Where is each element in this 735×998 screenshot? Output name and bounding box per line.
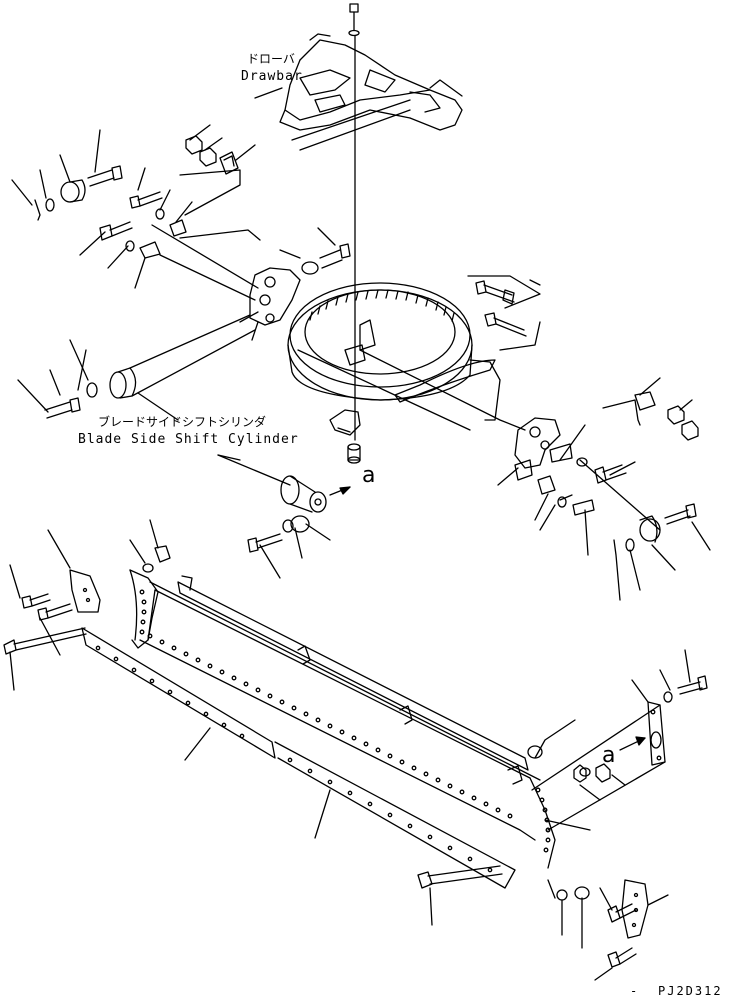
drawing-code: PJ2D312 bbox=[658, 984, 723, 998]
circle-hub-parts bbox=[330, 410, 360, 463]
callout-a-cylinder: a bbox=[362, 463, 376, 488]
cutting-edge-bolt bbox=[418, 866, 502, 925]
cylinder-label-jp: ブレードサイドシフトシリンダ bbox=[98, 415, 267, 429]
drawbar-leader bbox=[255, 88, 282, 98]
blade-bolt-holes bbox=[140, 590, 550, 852]
drawbar-label-jp: ドローバ bbox=[247, 52, 295, 66]
top-bolt bbox=[349, 4, 359, 36]
right-end-bit bbox=[548, 880, 668, 980]
cylinder-bolt bbox=[248, 516, 330, 578]
circle-ring bbox=[288, 283, 525, 430]
callout-a-blade: a bbox=[602, 743, 616, 768]
right-bracket bbox=[498, 418, 560, 485]
blade-moldboard bbox=[130, 570, 555, 868]
cutting-edges bbox=[82, 628, 515, 888]
cylinder-leader bbox=[218, 455, 240, 460]
footer-dash: - bbox=[630, 984, 640, 998]
cutting-edge-holes bbox=[96, 646, 491, 871]
side-shift-cylinder bbox=[218, 455, 350, 512]
left-bracket bbox=[240, 268, 300, 340]
drawbar-label-en: Drawbar bbox=[241, 69, 303, 84]
drawbar-assembly bbox=[280, 34, 462, 150]
left-hardware bbox=[12, 125, 350, 300]
left-end-bit bbox=[4, 520, 170, 690]
right-end-plate bbox=[528, 650, 707, 830]
cylinder-pin-left bbox=[18, 315, 255, 420]
cylinder-label-en: Blade Side Shift Cylinder bbox=[78, 432, 299, 447]
right-hardware bbox=[468, 276, 710, 600]
